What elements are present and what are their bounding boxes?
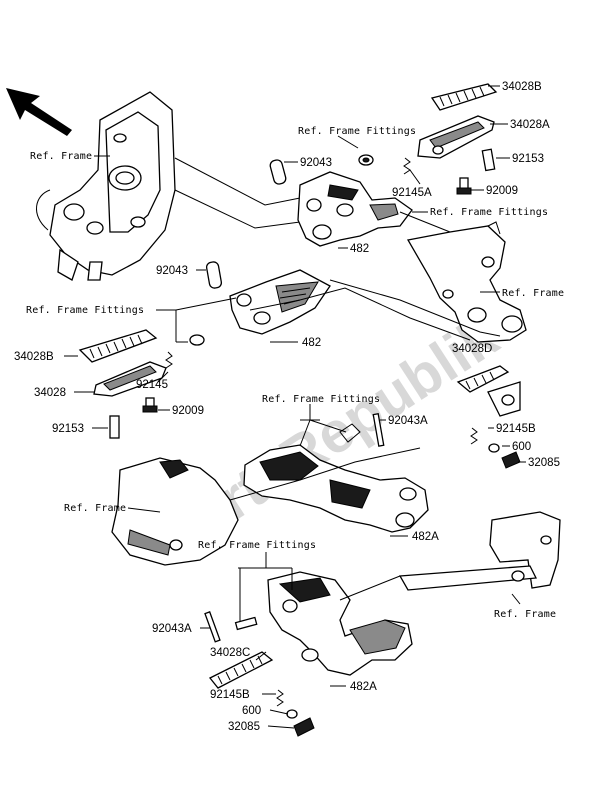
bolt-ref-lower (339, 423, 361, 443)
label-part: 482 (350, 243, 369, 255)
label-ref-frame: Ref. Frame (30, 151, 92, 162)
callout-labels: Ref. Frame Ref. Frame Fittings 92043 340… (14, 81, 564, 733)
ball-600-right (488, 443, 500, 453)
label-part: 34028 (34, 387, 66, 399)
label-part: 92043 (300, 157, 332, 169)
label-part: 92043A (152, 623, 192, 635)
leader-line (174, 189, 301, 229)
label-ref-frame-fittings: Ref. Frame Fittings (430, 207, 548, 218)
label-part: 92153 (512, 153, 544, 165)
frame-lower-left (111, 447, 421, 566)
plate-32085-bottom (293, 717, 315, 737)
footpeg-left (93, 361, 167, 397)
label-part: 92145 (136, 379, 168, 391)
label-part: 92043 (156, 265, 188, 277)
label-part: 92043A (388, 415, 428, 427)
label-part: 600 (242, 705, 261, 717)
bracket-bottom (267, 571, 413, 676)
leader-line (174, 157, 301, 206)
leader-line (399, 211, 451, 233)
label-part: 92145B (496, 423, 536, 435)
pin-92043a-bottom (204, 611, 221, 643)
arrow-icon (6, 88, 72, 136)
footpeg-right (456, 365, 521, 417)
label-part: 34028B (502, 81, 542, 93)
label-ref-frame-fittings: Ref. Frame Fittings (198, 540, 316, 551)
footpeg-rubber-bottom (208, 651, 274, 689)
bracket-top-right (297, 171, 413, 247)
label-part: 600 (512, 441, 531, 453)
bolt-92009-top (456, 177, 472, 195)
bolt-92009-left (142, 397, 158, 413)
washer-top (358, 154, 374, 166)
ball-600-bottom (286, 709, 298, 719)
label-part: 482A (350, 681, 377, 693)
plate-32085-right (501, 451, 521, 469)
label-part: 92145B (210, 689, 250, 701)
bolt-bottom (234, 616, 258, 631)
label-part: 34028B (14, 351, 54, 363)
label-part: 32085 (228, 721, 260, 733)
label-ref-frame: Ref. Frame (64, 503, 126, 514)
spring-92145b-right (470, 427, 478, 445)
label-part: 34028D (452, 343, 492, 355)
pin-92043a-mid (372, 412, 385, 447)
spring-92145b-bottom (276, 689, 284, 707)
label-ref-frame-fittings: Ref. Frame Fittings (298, 126, 416, 137)
label-part: 482A (412, 531, 439, 543)
label-ref-frame-fittings: Ref. Frame Fittings (262, 394, 380, 405)
bolt-92153-top (481, 148, 496, 172)
frame-bottom-right (398, 511, 561, 591)
leader-line (249, 287, 471, 341)
footpeg-rubber-left (78, 329, 158, 363)
label-part: 32085 (528, 457, 560, 469)
label-part: 92153 (52, 423, 84, 435)
frame-top-left (36, 91, 176, 281)
bolt-92153-left (109, 415, 120, 439)
label-ref-frame-fittings: Ref. Frame Fittings (26, 305, 144, 316)
spring-92145a (403, 157, 411, 175)
bolt-92043-mid (205, 261, 223, 289)
label-part: 34028C (210, 647, 250, 659)
frame-right (406, 221, 527, 343)
spring-92145 (165, 351, 173, 369)
leader-lines (64, 85, 526, 729)
label-part: 34028A (510, 119, 550, 131)
washer-mid (189, 334, 205, 346)
label-ref-frame: Ref. Frame (494, 609, 556, 620)
footpeg-rubber-top (430, 83, 498, 111)
label-part: 482 (302, 337, 321, 349)
bracket-lower (243, 444, 429, 533)
leader-line (329, 279, 501, 337)
footpeg-top (417, 115, 495, 159)
leader-line (339, 575, 401, 601)
bracket-mid (229, 269, 331, 335)
label-part: 92145A (392, 187, 432, 199)
bolt-92043-top (269, 159, 287, 185)
label-part: 92009 (486, 185, 518, 197)
label-part: 92009 (172, 405, 204, 417)
label-ref-frame: Ref. Frame (502, 288, 564, 299)
